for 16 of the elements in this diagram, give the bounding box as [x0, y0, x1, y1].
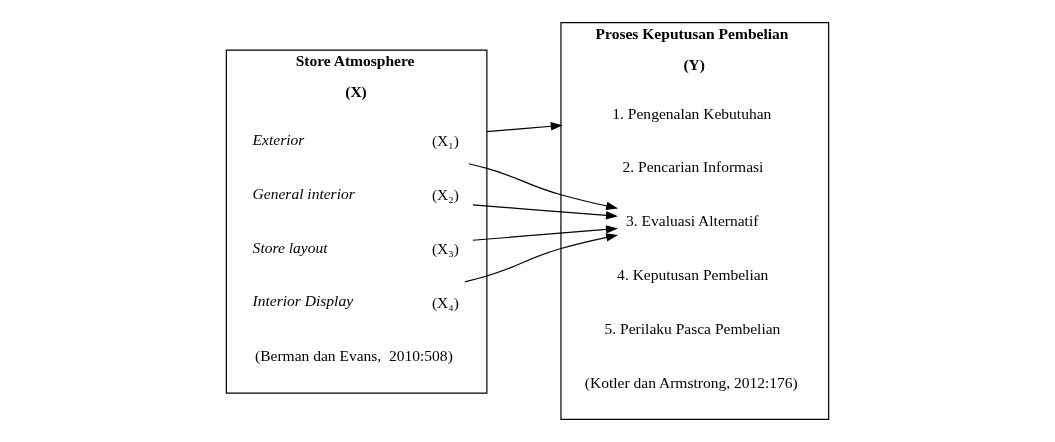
node-text: Interior Display (X₄) [252, 292, 459, 311]
arrow [468, 163, 619, 210]
node-text: Exterior (X₁) [252, 130, 459, 150]
node-text: (Berman dan Evans, 2010:508) [255, 347, 453, 365]
node-text: 5. Perilaku Pasca Pembelian [604, 319, 781, 337]
node-text: 2. Pencarian Informasi [622, 158, 764, 176]
node-text: 3. Evaluasi Alternatif [626, 212, 759, 230]
node-text: (Kotler dan Armstrong, 2012:176) [584, 373, 798, 391]
node-text: 4. Keputusan Pembelian [617, 266, 769, 284]
arrow [472, 204, 618, 220]
arrow [472, 225, 618, 241]
node-text: General interior (X₂) [252, 184, 459, 203]
arrow [486, 122, 563, 133]
node-text: Store layout (X₃) [252, 238, 459, 257]
arrow [464, 233, 619, 283]
node-text: 1. Pengenalan Kebutuhan [612, 104, 772, 122]
